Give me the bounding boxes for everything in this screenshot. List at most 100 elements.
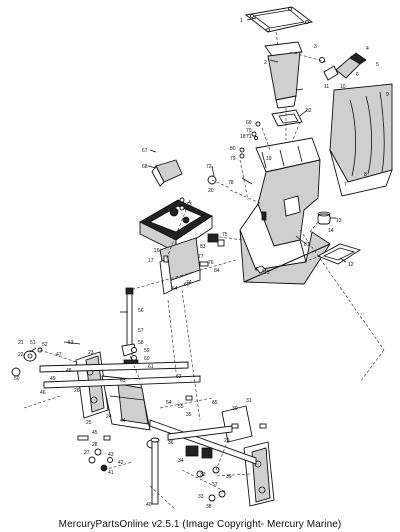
- callout-54: 54: [166, 400, 172, 406]
- callout-22: 22: [18, 352, 24, 358]
- gasket-plate: [244, 6, 314, 33]
- callout-24: 24: [106, 414, 112, 420]
- callout-2: 2: [264, 60, 267, 66]
- callout-35: 35: [186, 412, 192, 418]
- callout-58: 58: [138, 340, 144, 346]
- callout-31: 31: [246, 398, 252, 404]
- callout-72: 72: [206, 164, 212, 170]
- callout-60: 60: [144, 356, 150, 362]
- small-gasket: [271, 109, 303, 127]
- driveshaft-housing: [239, 137, 331, 285]
- drive-shaft-coupling: [319, 52, 367, 81]
- callout-44: 44: [120, 418, 126, 424]
- callout-64: 64: [172, 286, 178, 292]
- callout-15: 15: [264, 270, 270, 276]
- callout-40: 40: [146, 502, 152, 508]
- callout-82: 82: [306, 108, 312, 114]
- callout-56: 56: [138, 308, 144, 314]
- callout-28: 28: [92, 442, 98, 448]
- callout-6: 6: [356, 72, 359, 78]
- callout-36: 36: [168, 440, 174, 446]
- callout-62: 62: [176, 374, 182, 380]
- callout-83: 83: [200, 244, 206, 250]
- exhaust-tube: [264, 41, 303, 109]
- image-copyright-caption: MercuryPartsOnline v2.5.1 (Image Copyrig…: [58, 519, 342, 530]
- callout-63: 63: [120, 378, 126, 384]
- lower-hardware: [37, 347, 267, 502]
- callout-42: 42: [118, 460, 124, 466]
- callout-77: 77: [198, 254, 204, 260]
- tilt-stop-pin: [150, 437, 160, 505]
- grommet-13: [317, 211, 331, 225]
- callout-27: 27: [84, 450, 90, 456]
- shift-rod: [121, 287, 139, 365]
- callout-16: 16: [154, 248, 160, 254]
- callout-39: 39: [226, 474, 232, 480]
- callout-20: 20: [208, 188, 214, 194]
- callout-50: 50: [14, 376, 20, 382]
- callout-33: 33: [198, 494, 204, 500]
- callout-78: 78: [228, 180, 234, 186]
- small-hardware: [163, 121, 261, 267]
- callout-68: 68: [142, 164, 148, 170]
- callout-25: 25: [86, 420, 92, 426]
- callout-57: 57: [138, 328, 144, 334]
- callout-3: 3: [314, 44, 317, 50]
- trim-tube: [11, 350, 201, 389]
- callout-11: 11: [324, 84, 329, 90]
- callout-12: 12: [348, 262, 354, 268]
- callout-80: 80: [230, 146, 236, 152]
- callout-70: 70: [246, 128, 252, 134]
- callout-29: 29: [224, 438, 230, 444]
- callout-38: 38: [206, 504, 212, 510]
- callout-49: 49: [50, 376, 56, 382]
- callout-7: 7: [344, 182, 347, 188]
- callout-26: 26: [74, 388, 80, 394]
- callout-74: 74: [186, 280, 192, 286]
- callout-5: 5: [376, 62, 379, 68]
- callout-9: 9: [386, 92, 389, 98]
- callout-53: 53: [68, 340, 74, 346]
- callout-17: 17: [148, 258, 154, 264]
- side-cowl-cover: [329, 83, 393, 197]
- callout-45: 45: [92, 430, 98, 436]
- callout-81: 81: [304, 242, 310, 248]
- callout-61: 61: [148, 364, 154, 370]
- callout-8: 8: [364, 172, 367, 178]
- callout-14: 14: [328, 228, 334, 234]
- callout-19: 19: [266, 156, 272, 162]
- callout-34: 34: [178, 458, 184, 464]
- callout-71: 71: [246, 134, 252, 140]
- callout-65: 65: [212, 400, 218, 406]
- callout-1: 1: [240, 18, 243, 24]
- callout-67: 67: [142, 148, 148, 154]
- callout-labels: 1 2 3 4 5 6 7 8 9 10 11 12 13 14 15 16 1…: [14, 18, 389, 510]
- callout-21: 21: [18, 340, 24, 346]
- callout-46: 46: [40, 390, 46, 396]
- callout-32: 32: [200, 472, 206, 478]
- callout-79: 79: [230, 156, 236, 162]
- exploded-parts-diagram: 1 2 3 4 5 6 7 8 9 10 11 12 13 14 15 16 1…: [11, 6, 393, 511]
- callout-23: 23: [88, 350, 94, 356]
- callout-48: 48: [66, 368, 72, 374]
- callout-69: 69: [246, 120, 252, 126]
- callout-59: 59: [144, 348, 150, 354]
- callout-4: 4: [366, 46, 369, 52]
- hex-nut-15: [255, 265, 267, 274]
- callout-18: 18: [240, 134, 246, 140]
- callout-47: 47: [56, 352, 62, 358]
- exhaust-bracket: [151, 159, 183, 187]
- seal-strip-12: [316, 243, 362, 265]
- callout-13: 13: [336, 218, 342, 224]
- callout-55: 55: [178, 404, 184, 410]
- damper-block: [207, 233, 225, 247]
- callout-84: 84: [214, 268, 220, 274]
- callout-75: 75: [222, 232, 228, 238]
- leader-lines: [29, 17, 347, 353]
- callout-43: 43: [108, 452, 114, 458]
- callout-66: 66: [184, 282, 190, 288]
- callout-51: 51: [30, 340, 36, 346]
- callout-73: 73: [186, 202, 192, 208]
- callout-10: 10: [340, 84, 346, 90]
- callout-76: 76: [208, 260, 214, 266]
